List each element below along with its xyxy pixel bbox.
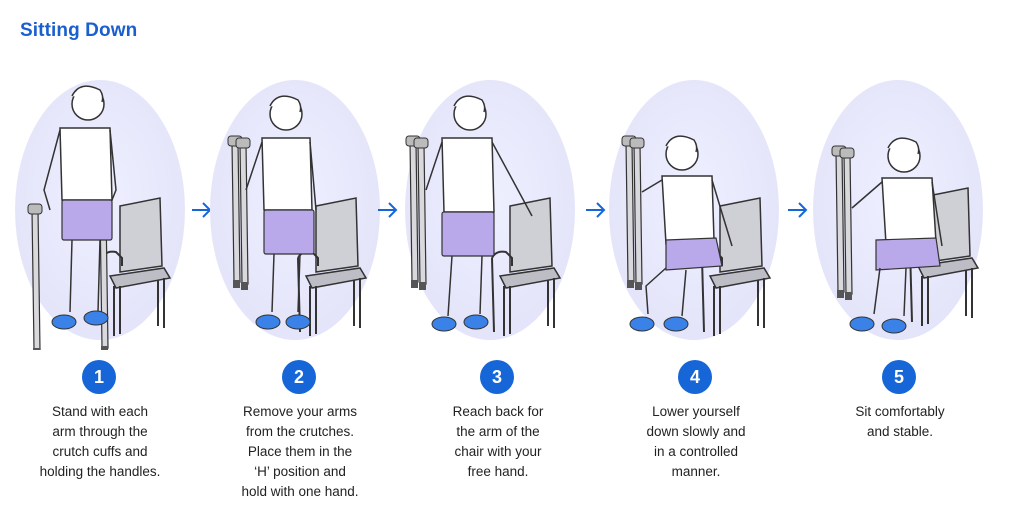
step-5: 5 Sit comfortably and stable. bbox=[800, 60, 1000, 520]
step-4: 4 Lower yourself down slowly and in a co… bbox=[596, 60, 796, 520]
step-number-badge: 3 bbox=[480, 360, 514, 394]
step-1: 1 Stand with each arm through the crutch… bbox=[0, 60, 200, 520]
step-caption: Lower yourself down slowly and in a cont… bbox=[646, 404, 746, 479]
step-number-badge: 4 bbox=[678, 360, 712, 394]
step-caption: Remove your arms from the crutches. Plac… bbox=[241, 404, 359, 499]
step-4-illustration bbox=[609, 80, 779, 340]
arrow-right-icon bbox=[586, 202, 606, 218]
step-2-illustration bbox=[210, 80, 380, 340]
step-2: 2 Remove your arms from the crutches. Pl… bbox=[200, 60, 400, 520]
step-caption: Stand with each arm through the crutch c… bbox=[39, 404, 161, 479]
step-number-badge: 2 bbox=[282, 360, 316, 394]
step-number-badge: 5 bbox=[882, 360, 916, 394]
step-3-illustration bbox=[405, 80, 575, 340]
step-number-badge: 1 bbox=[82, 360, 116, 394]
arrow-right-icon bbox=[788, 202, 808, 218]
arrow-right-icon bbox=[378, 202, 398, 218]
step-1-illustration bbox=[15, 80, 185, 350]
page-title: Sitting Down bbox=[20, 20, 138, 41]
step-3: 3 Reach back for the arm of the chair wi… bbox=[398, 60, 598, 520]
step-caption: Reach back for the arm of the chair with… bbox=[452, 404, 544, 479]
step-caption: Sit comfortably and stable. bbox=[855, 404, 945, 439]
step-5-illustration bbox=[813, 80, 983, 340]
